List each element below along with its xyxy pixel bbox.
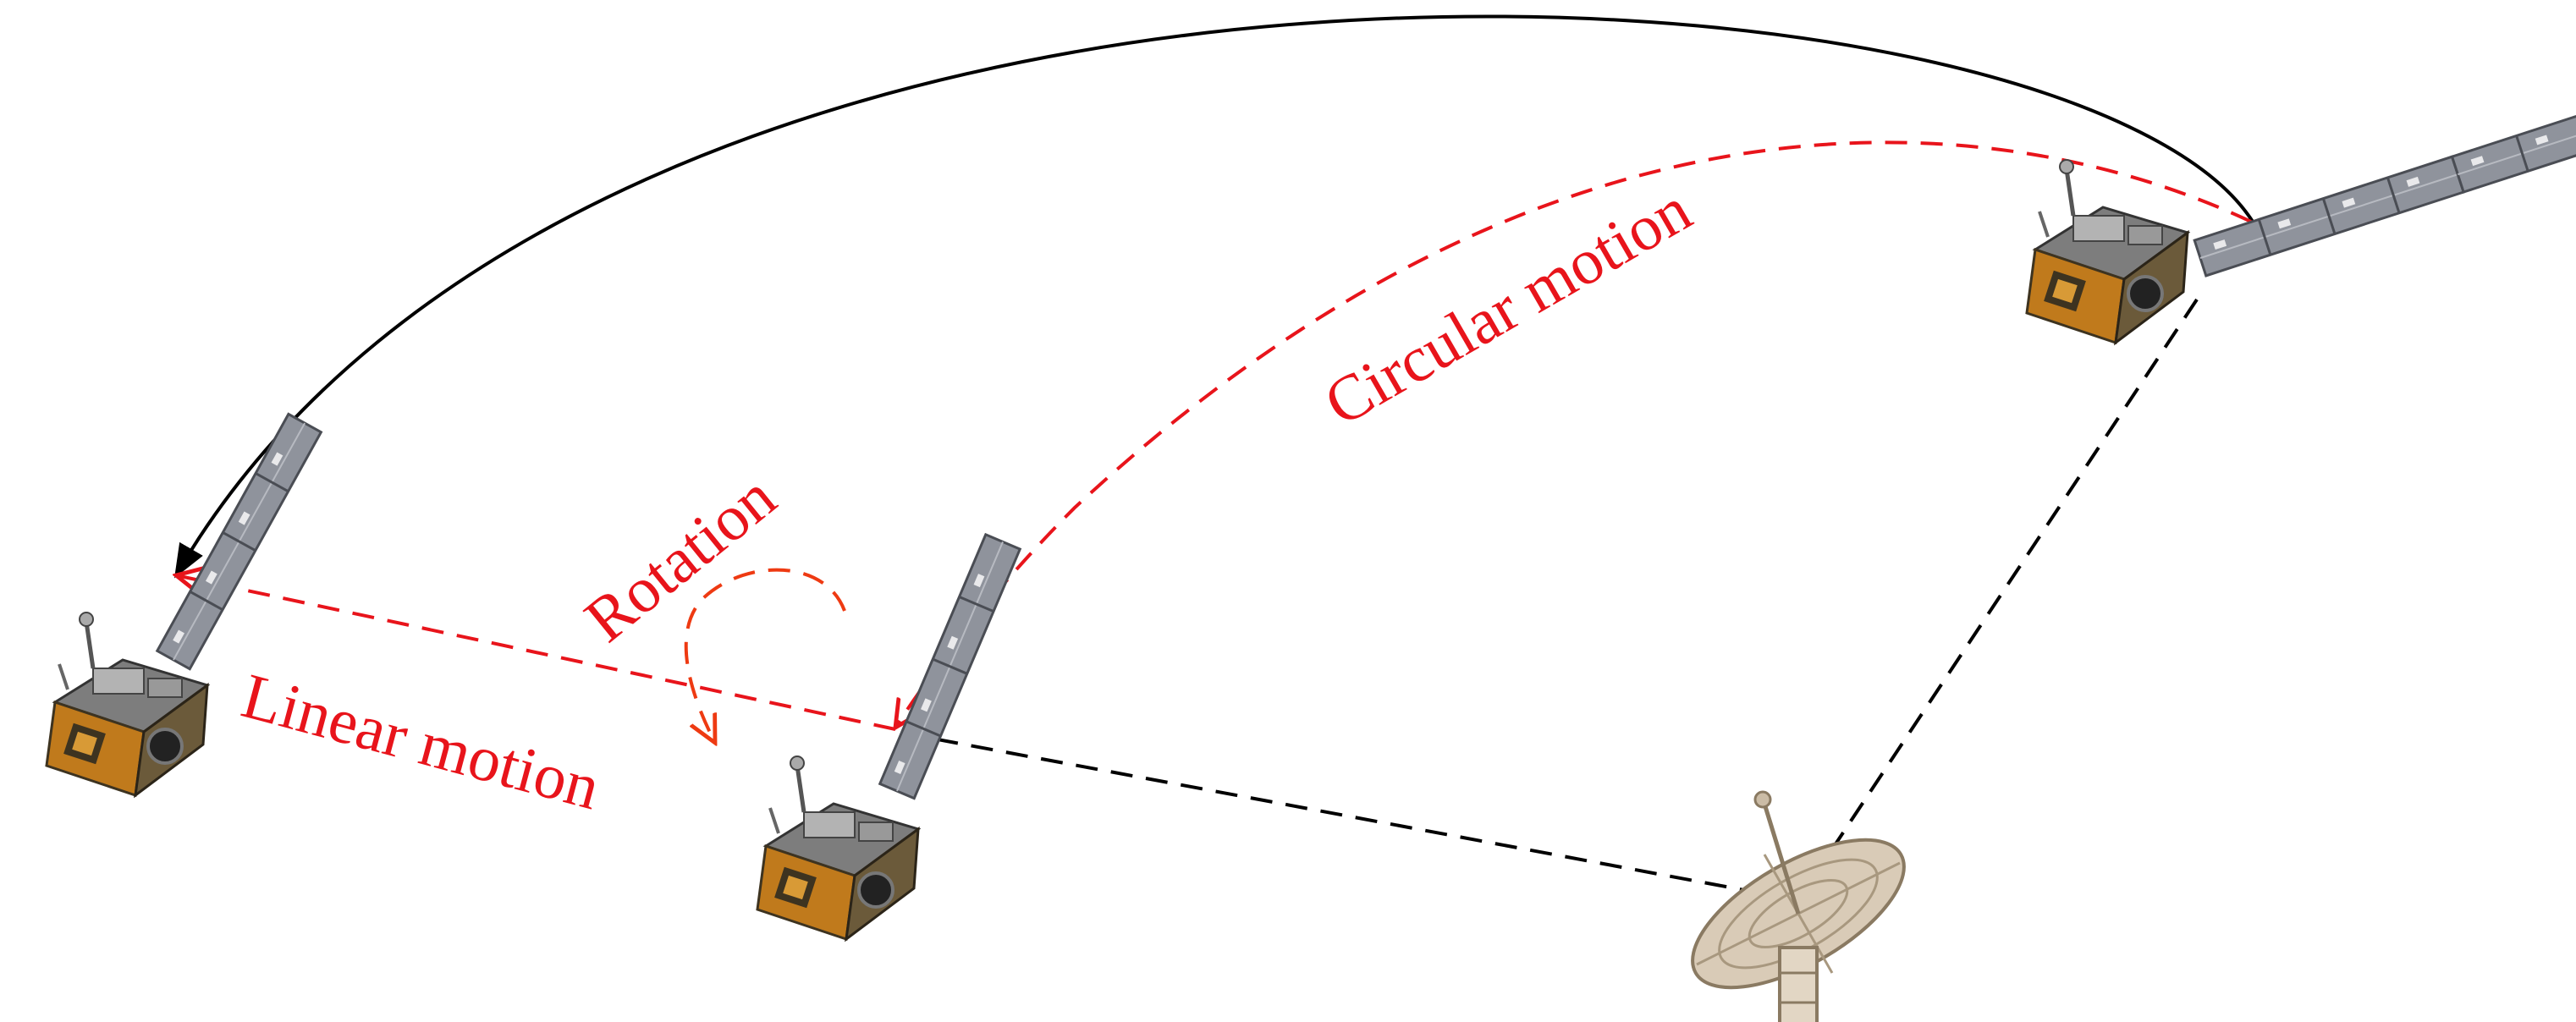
- link-sat2-ground: [900, 731, 1799, 902]
- radar-dish-icon: [1691, 790, 1906, 1022]
- rotation-label: Rotation: [572, 461, 789, 656]
- rotation-path: [684, 568, 846, 743]
- satellite-icon: [757, 533, 1021, 939]
- linear-motion-label: Linear motion: [235, 660, 608, 823]
- satellite-icon: [2027, 71, 2576, 343]
- circular-motion-label: Circular motion: [1313, 173, 1704, 439]
- linear-motion-path: [176, 575, 896, 731]
- return-arc-path: [173, 14, 2254, 579]
- link-sat3-ground: [1797, 298, 2199, 902]
